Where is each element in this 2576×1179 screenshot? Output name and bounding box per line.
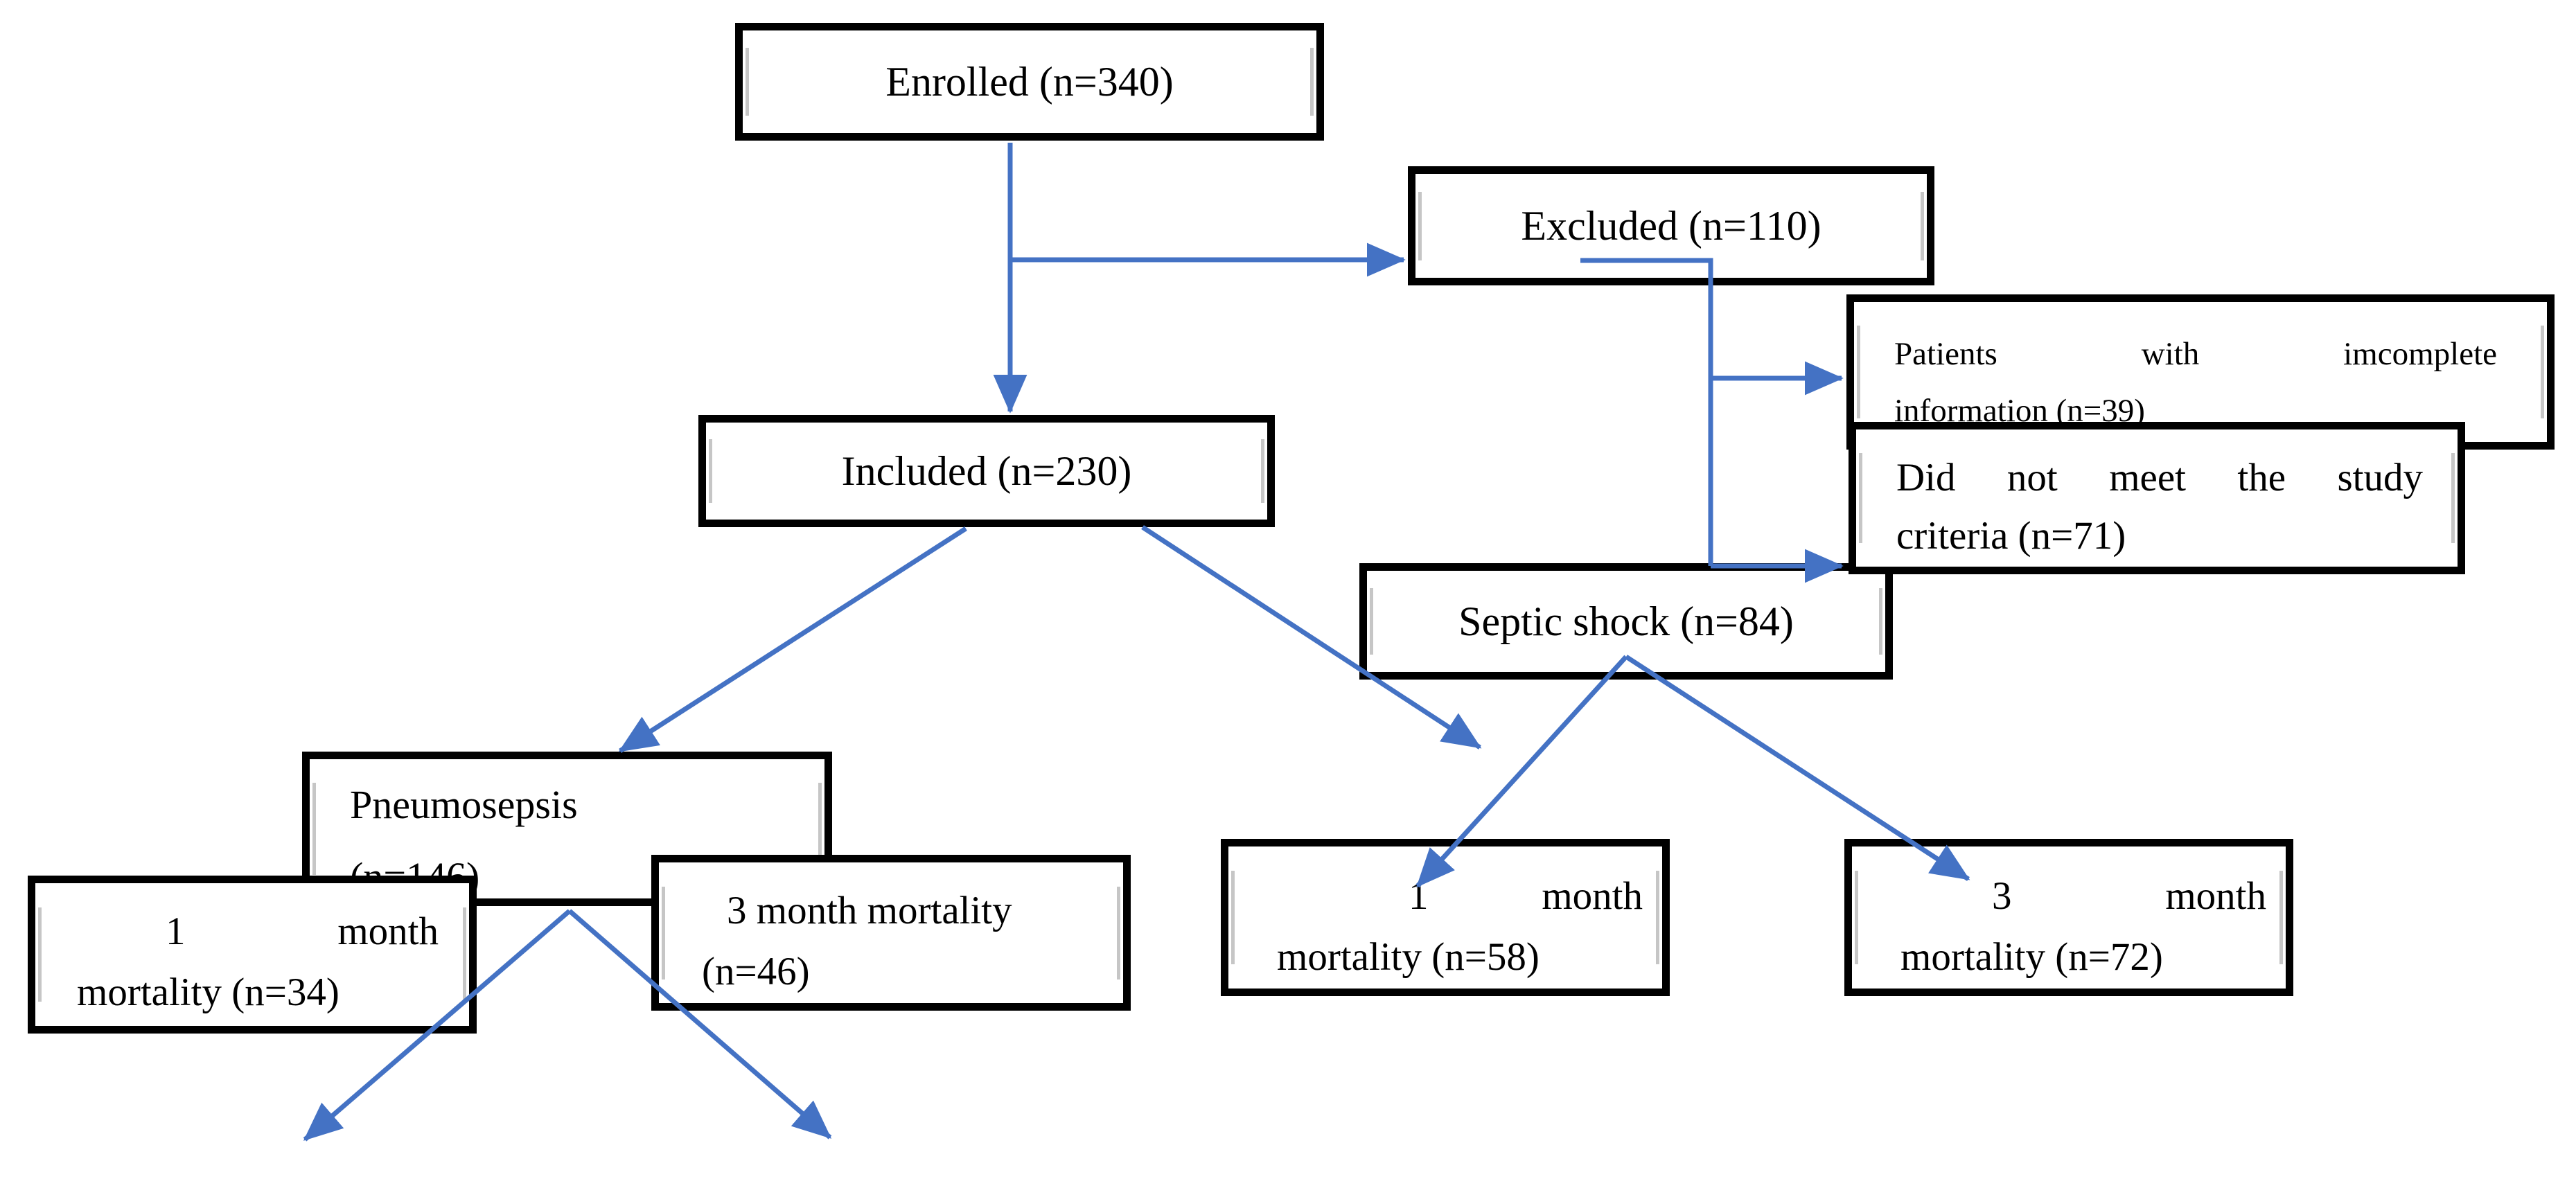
box-excluded: Excluded (n=110) xyxy=(1408,166,1934,285)
box-enrolled: Enrolled (n=340) xyxy=(735,23,1324,141)
box-3-month-mortality-n72-line1: 3 month xyxy=(1992,874,2266,918)
box-1-month-mortality-n58-line1: 1 month xyxy=(1409,874,1643,918)
box-included-label: Included (n=230) xyxy=(841,448,1132,494)
box-septic-shock: Septic shock (n=84) xyxy=(1359,563,1893,680)
box-1-month-mortality-n34: 1 month mortality (n=34) xyxy=(28,876,477,1034)
box-excluded-label: Excluded (n=110) xyxy=(1521,203,1821,249)
arrow-included-to-pneumosepsis xyxy=(618,526,967,753)
box-1-month-mortality-n34-line1: 1 month xyxy=(166,910,439,953)
box-septic-shock-label: Septic shock (n=84) xyxy=(1458,599,1794,644)
box-included: Included (n=230) xyxy=(698,415,1275,527)
box-3-month-mortality-n72: 3 month mortality (n=72) xyxy=(1844,839,2293,996)
box-enrolled-label: Enrolled (n=340) xyxy=(885,59,1174,105)
box-3-month-mortality-n46: 3 month mortality (n=46) xyxy=(651,855,1131,1011)
box-1-month-mortality-n58: 1 month mortality (n=58) xyxy=(1221,839,1670,996)
box-did-not-meet-line2: criteria (n=71) xyxy=(1896,514,2126,558)
box-pneumosepsis-line1: Pneumosepsis xyxy=(350,782,578,827)
box-3-month-mortality-n46-line1: 3 month mortality xyxy=(727,889,1012,932)
box-did-not-meet-criteria: Did not meet the study criteria (n=71) xyxy=(1849,422,2465,574)
box-1-month-mortality-n58-line2: mortality (n=58) xyxy=(1277,935,1540,979)
box-1-month-mortality-n34-line2: mortality (n=34) xyxy=(77,970,339,1014)
box-did-not-meet-line1: Did not meet the study xyxy=(1896,456,2423,499)
box-3-month-mortality-n46-line2: (n=46) xyxy=(702,950,810,993)
box-3-month-mortality-n72-line2: mortality (n=72) xyxy=(1900,935,2163,979)
box-patients-incomplete-line1: Patients with imcomplete xyxy=(1894,336,2497,372)
connector-excluded-elbow xyxy=(1580,258,1713,566)
